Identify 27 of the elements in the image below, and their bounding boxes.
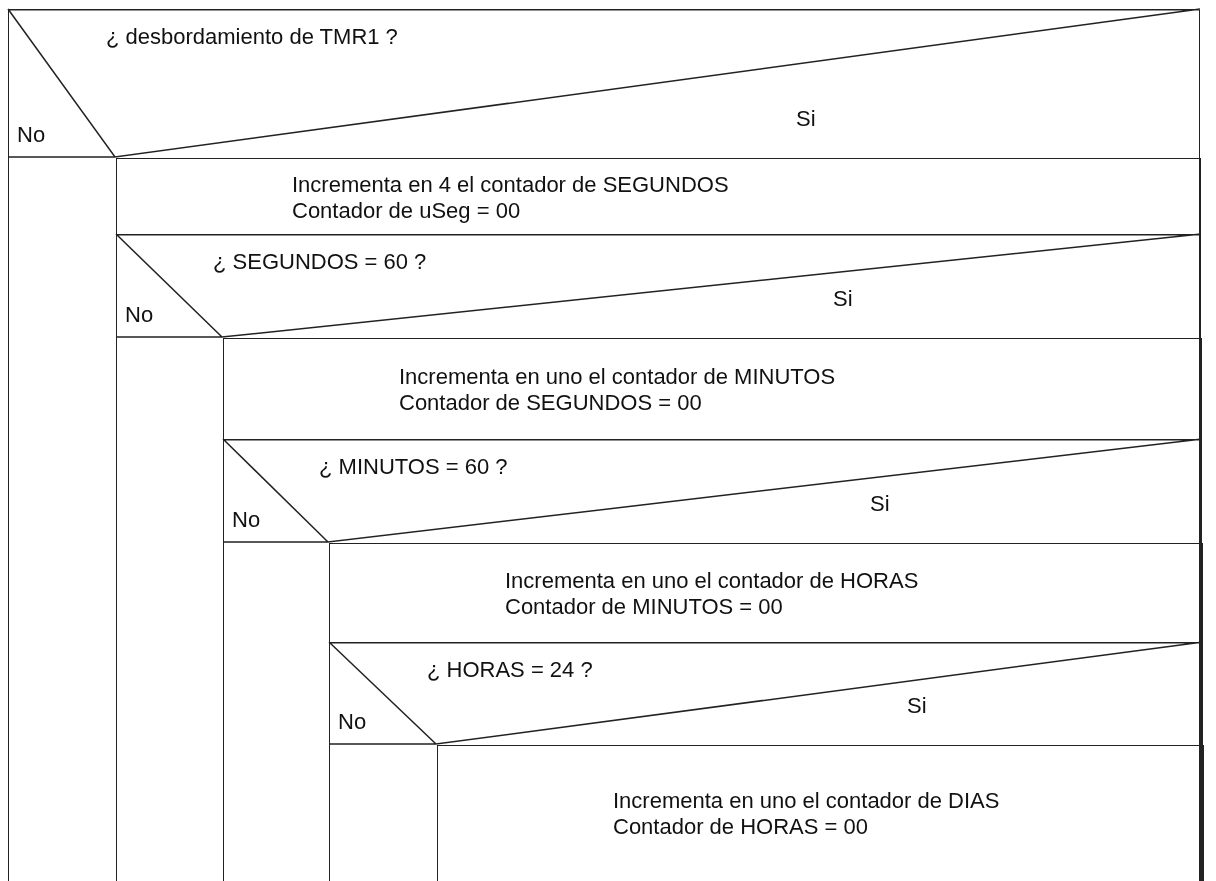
- statement-text: Contador de MINUTOS = 00: [505, 594, 783, 620]
- no-branch-label: No: [232, 507, 261, 533]
- yes-branch-label: Si: [870, 491, 890, 517]
- statement-text: Incrementa en uno el contador de DIAS: [613, 788, 1000, 814]
- no-branch-label: No: [125, 302, 154, 328]
- statement-text: Incrementa en uno el contador de MINUTOS: [399, 364, 836, 390]
- yes-branch-label: Si: [907, 693, 927, 719]
- statement-text: Incrementa en uno el contador de HORAS: [505, 568, 919, 594]
- condition-text: ¿ HORAS = 24 ?: [427, 657, 593, 683]
- statement-text: Contador de HORAS = 00: [613, 814, 868, 840]
- yes-branch-label: Si: [833, 286, 853, 312]
- decision-block: [329, 643, 1203, 881]
- process-box: [329, 543, 1203, 643]
- process-box: [223, 338, 1202, 440]
- condition-text: ¿ SEGUNDOS = 60 ?: [213, 249, 427, 275]
- condition-text: ¿ desbordamiento de TMR1 ?: [106, 24, 398, 50]
- process-box: [116, 158, 1201, 235]
- no-branch-label: No: [338, 709, 367, 735]
- no-branch-label: No: [17, 122, 46, 148]
- statement-text: Incrementa en 4 el contador de SEGUNDOS: [292, 172, 729, 198]
- decision-block: [223, 440, 1202, 881]
- statement-text: Contador de SEGUNDOS = 00: [399, 390, 702, 416]
- condition-text: ¿ MINUTOS = 60 ?: [319, 454, 508, 480]
- process-box: [437, 745, 1204, 881]
- yes-branch-label: Si: [796, 106, 816, 132]
- decision-block: [116, 235, 1201, 881]
- statement-text: Contador de uSeg = 00: [292, 198, 521, 224]
